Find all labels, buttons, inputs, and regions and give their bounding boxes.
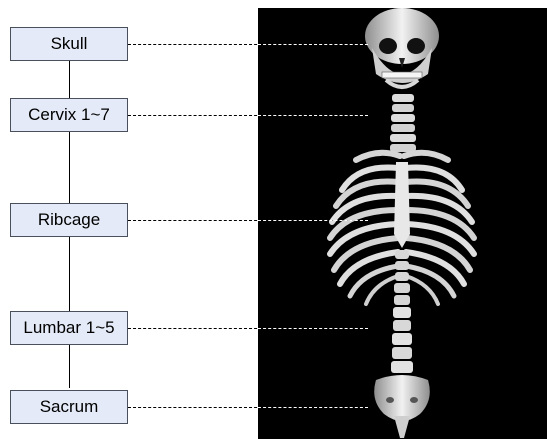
leader-line-lumbar-panel [258,328,368,329]
label-lumbar: Lumbar 1~5 [10,311,128,345]
label-skull: Skull [10,27,128,61]
leader-line-cervix-panel [258,115,368,116]
cervical-spine [390,94,416,152]
sternum-bone [394,162,410,248]
label-ribcage: Ribcage [10,203,128,237]
skeleton-image-panel [258,8,547,439]
leader-line-skull-panel [258,44,368,45]
label-sacrum: Sacrum [10,390,128,424]
sacrum-bone [374,375,430,438]
label-cervix: Cervix 1~7 [10,98,128,132]
leader-line-ribcage-panel [258,220,368,221]
clavicles [356,153,448,160]
skull-bone [365,8,439,87]
skeleton-torso-image [258,8,547,439]
leader-line-sacrum-panel [258,407,368,408]
